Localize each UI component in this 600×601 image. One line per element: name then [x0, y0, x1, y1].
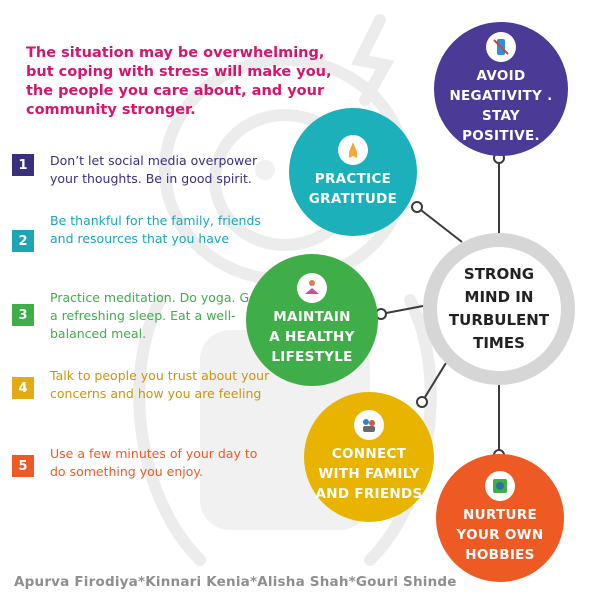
- center-label: STRONG MIND IN TURBULENT TIMES: [448, 265, 550, 352]
- tip-number: 4: [12, 377, 34, 399]
- tip-text: Be thankful for the family, friends and …: [50, 213, 261, 246]
- tip-number: 5: [12, 455, 34, 477]
- tip-text: Don’t let social media overpower your th…: [50, 153, 258, 186]
- praying-hands-icon: [338, 135, 368, 165]
- hobby-icon: [485, 471, 515, 501]
- tip-number: 3: [12, 304, 34, 326]
- tip-text: Talk to people you trust about your conc…: [50, 368, 270, 401]
- yoga-icon: [297, 273, 327, 303]
- author-credits: Apurva Firodiya*Kinnari Kenia*Alisha Sha…: [14, 574, 457, 590]
- tip-text: Practice meditation. Do yoga. Get a refr…: [50, 290, 262, 341]
- intro-text: The situation may be overwhelming, but c…: [26, 45, 332, 118]
- center-inner: STRONG MIND IN TURBULENT TIMES: [437, 247, 561, 371]
- connect-family-friends-circle: CONNECT WITH FAMILY AND FRIENDS: [304, 392, 434, 522]
- practice-gratitude-circle: PRACTICE GRATITUDE: [289, 108, 417, 236]
- nurture-hobbies-circle: NURTURE YOUR OWN HOBBIES: [436, 454, 564, 582]
- strong-mind-center-circle: STRONG MIND IN TURBULENT TIMES: [423, 233, 575, 385]
- tip-text: Use a few minutes of your day to do some…: [50, 446, 258, 479]
- tip-number: 1: [12, 154, 34, 176]
- tip-number: 2: [12, 230, 34, 252]
- avoid-negativity-circle: AVOID NEGATIVITY . STAY POSITIVE.: [434, 22, 568, 156]
- maintain-healthy-lifestyle-circle: MAINTAIN A HEALTHY LIFESTYLE: [246, 254, 378, 386]
- no-phone-icon: [486, 32, 516, 62]
- family-icon: [354, 410, 384, 440]
